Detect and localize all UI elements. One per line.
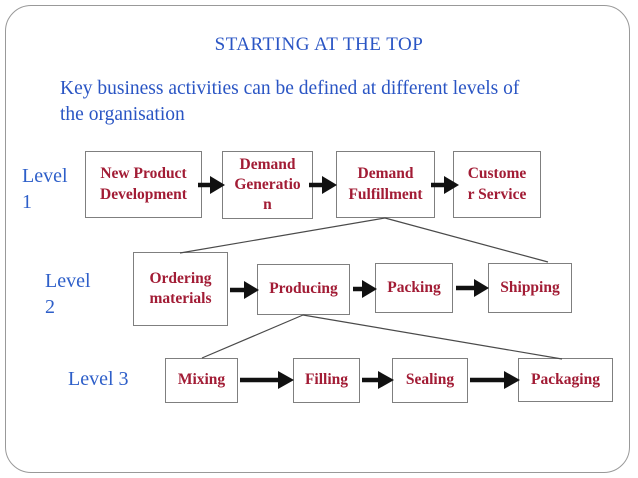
box-mixing: Mixing	[165, 358, 238, 403]
level-1-label: Level 1	[22, 165, 68, 213]
box-packing: Packing	[375, 263, 453, 313]
slide-subtitle: Key business activities can be defined a…	[60, 78, 520, 125]
slide-title: STARTING AT THE TOP	[214, 34, 424, 55]
box-customer-service: Custome r Service	[453, 151, 541, 218]
level-2-label: Level 2	[45, 270, 91, 318]
box-demand-fulfillment: Demand Fulfillment	[336, 151, 435, 218]
box-packaging: Packaging	[518, 358, 613, 402]
box-sealing: Sealing	[392, 358, 468, 403]
box-ordering-materials: Ordering materials	[133, 252, 228, 326]
box-demand-generation: Demand Generatio n	[222, 151, 313, 219]
box-producing: Producing	[257, 264, 350, 315]
level-3-label: Level 3	[68, 368, 129, 390]
box-shipping: Shipping	[488, 263, 572, 313]
box-new-product-development: New Product Development	[85, 151, 202, 218]
box-filling: Filling	[293, 358, 360, 403]
